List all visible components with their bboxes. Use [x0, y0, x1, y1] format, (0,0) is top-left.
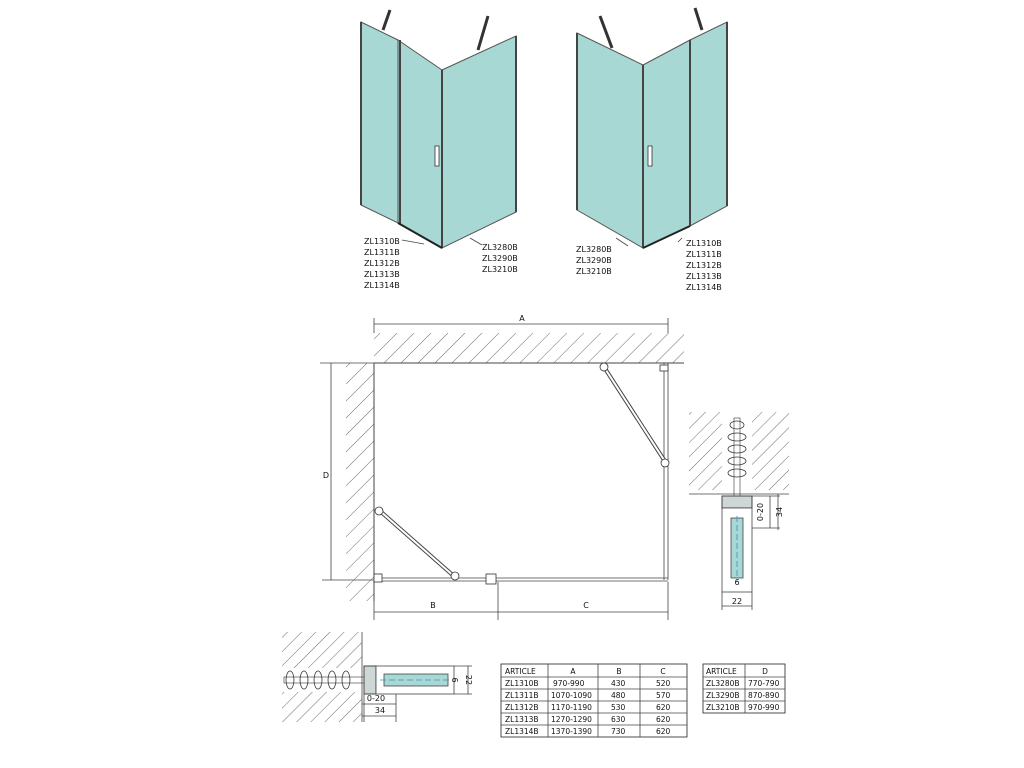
- code-label: ZL3210B: [576, 267, 612, 276]
- left-door-codes: ZL1310B ZL1311B ZL1312B ZL1313B ZL1314B: [364, 237, 400, 290]
- table-header: A: [570, 667, 576, 676]
- profile-right-dim-6: 6: [734, 578, 739, 587]
- table-cell: 620: [656, 715, 671, 724]
- table-cell: 1070-1090: [551, 691, 592, 700]
- table-cell: 1270-1290: [551, 715, 592, 724]
- code-label: ZL1312B: [364, 259, 400, 268]
- code-label: ZL1311B: [686, 250, 722, 259]
- code-label: ZL3280B: [482, 243, 518, 252]
- article-table-doors: ARTICLE A B C ZL1310B 970-990 430 520 ZL…: [500, 663, 688, 738]
- wall-anchor-icon: [283, 670, 365, 690]
- dimension-c-label: C: [583, 601, 589, 610]
- table-cell: 770-790: [748, 679, 780, 688]
- table-cell: ZL1310B: [505, 679, 539, 688]
- table-cell: ZL3280B: [706, 679, 740, 688]
- table-cell: 970-990: [748, 703, 780, 712]
- enclosure-3d-left: [360, 9, 517, 249]
- table-cell: 520: [656, 679, 671, 688]
- table-cell: 620: [656, 703, 671, 712]
- table-header: ARTICLE: [706, 667, 737, 676]
- table-cell: 1170-1190: [551, 703, 592, 712]
- table-cell: 1370-1390: [551, 727, 592, 736]
- dimension-a-label: A: [519, 314, 525, 323]
- table-header: B: [616, 667, 621, 676]
- table-cell: 870-890: [748, 691, 780, 700]
- code-label: ZL1313B: [686, 272, 722, 281]
- profile-bottom-dim-6: 6: [450, 677, 459, 682]
- code-label: ZL1311B: [364, 248, 400, 257]
- top-wall-hatch: [374, 333, 684, 363]
- profile-bottom-dim-22: 22: [464, 675, 473, 685]
- code-label: ZL1310B: [686, 239, 722, 248]
- table-cell: 620: [656, 727, 671, 736]
- table-cell: ZL1313B: [505, 715, 539, 724]
- floor-plan: A D B C: [320, 314, 684, 620]
- code-label: ZL1312B: [686, 261, 722, 270]
- left-wall-codes: ZL3280B ZL3290B ZL3210B: [482, 243, 518, 274]
- dimension-d-label: D: [323, 471, 329, 480]
- profile-bottom-dim-34: 34: [375, 706, 385, 715]
- code-label: ZL3210B: [482, 265, 518, 274]
- table-cell: 970-990: [553, 679, 585, 688]
- code-label: ZL3290B: [482, 254, 518, 263]
- table-header: D: [762, 667, 768, 676]
- wall-anchor-icon: [727, 417, 747, 499]
- table-cell: 480: [611, 691, 626, 700]
- table-cell: ZL3210B: [706, 703, 740, 712]
- profile-detail-bottom: 22 6 0-20 34: [282, 632, 473, 722]
- code-label: ZL1314B: [364, 281, 400, 290]
- code-label: ZL3280B: [576, 245, 612, 254]
- table-cell: ZL1311B: [505, 691, 539, 700]
- table-cell: 530: [611, 703, 626, 712]
- enclosure-3d-right: [576, 7, 728, 249]
- table-cell: ZL1314B: [505, 727, 539, 736]
- code-label: ZL3290B: [576, 256, 612, 265]
- dimension-b-label: B: [430, 601, 436, 610]
- right-wall-codes: ZL3280B ZL3290B ZL3210B: [576, 245, 612, 276]
- article-table-walls: ARTICLE D ZL3280B 770-790 ZL3290B 870-89…: [702, 663, 786, 714]
- profile-bottom-dim-0-20: 0-20: [367, 694, 385, 703]
- code-label: ZL1310B: [364, 237, 400, 246]
- profile-right-dim-34: 34: [775, 507, 784, 517]
- table-cell: 430: [611, 679, 626, 688]
- table-cell: 730: [611, 727, 626, 736]
- table-cell: 570: [656, 691, 671, 700]
- profile-right-dim-22: 22: [732, 597, 742, 606]
- table-cell: ZL3290B: [706, 691, 740, 700]
- right-door-codes: ZL1310B ZL1311B ZL1312B ZL1313B ZL1314B: [686, 239, 722, 292]
- code-label: ZL1314B: [686, 283, 722, 292]
- table-header: ARTICLE: [505, 667, 536, 676]
- profile-right-dim-0-20: 0-20: [756, 503, 765, 521]
- left-wall-hatch: [346, 363, 374, 601]
- code-label: ZL1313B: [364, 270, 400, 279]
- table-cell: ZL1312B: [505, 703, 539, 712]
- profile-detail-right: 0-20 34 6 22: [689, 412, 789, 610]
- table-cell: 630: [611, 715, 626, 724]
- table-header: C: [660, 667, 665, 676]
